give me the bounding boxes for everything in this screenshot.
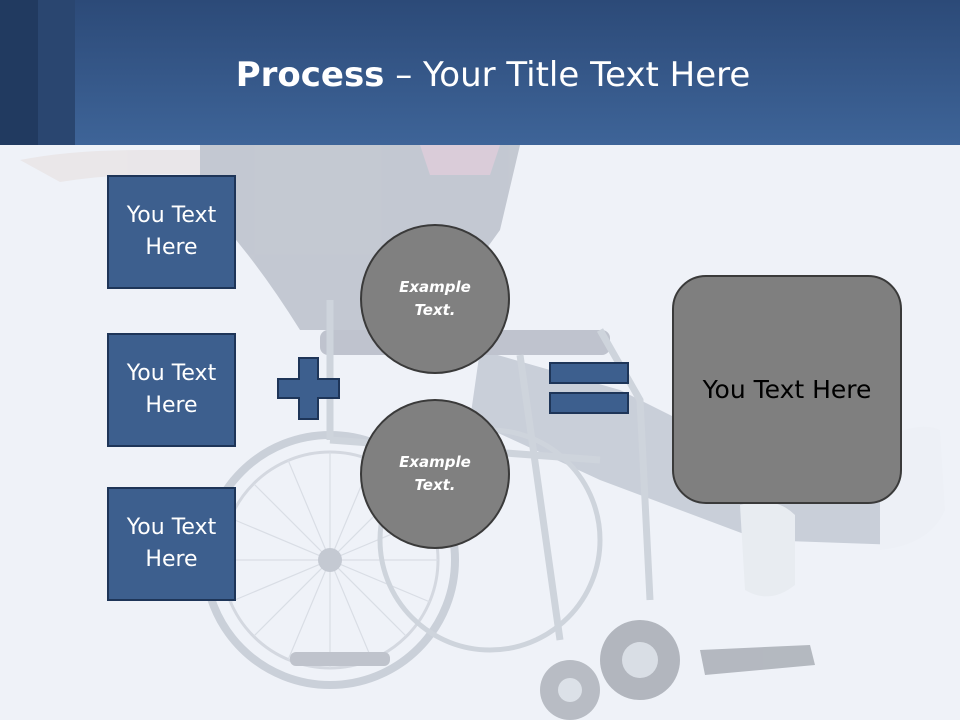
example-circle-1[interactable]: Example Text. xyxy=(360,224,510,374)
title-rest: – Your Title Text Here xyxy=(384,55,751,95)
input-box-3[interactable]: You Text Here xyxy=(107,487,236,601)
input-box-label: You Text Here xyxy=(126,515,217,572)
header-accent-stripe xyxy=(38,0,75,145)
equals-icon xyxy=(549,362,629,414)
slide-title: Process – Your Title Text Here xyxy=(0,52,960,98)
header-bar: Process – Your Title Text Here xyxy=(0,0,960,145)
result-box[interactable]: You Text Here xyxy=(672,275,902,504)
input-box-label: You Text Here xyxy=(126,203,217,260)
title-bold: Process xyxy=(235,55,385,95)
result-label: You Text Here xyxy=(702,375,872,404)
input-box-2[interactable]: You Text Here xyxy=(107,333,236,447)
input-box-1[interactable]: You Text Here xyxy=(107,175,236,289)
example-circle-2[interactable]: Example Text. xyxy=(360,399,510,549)
input-box-label: You Text Here xyxy=(126,361,217,418)
plus-icon xyxy=(277,357,340,420)
circle-label: Example Text. xyxy=(399,453,471,494)
header-accent-stripe xyxy=(0,0,38,145)
circle-label: Example Text. xyxy=(399,278,471,319)
